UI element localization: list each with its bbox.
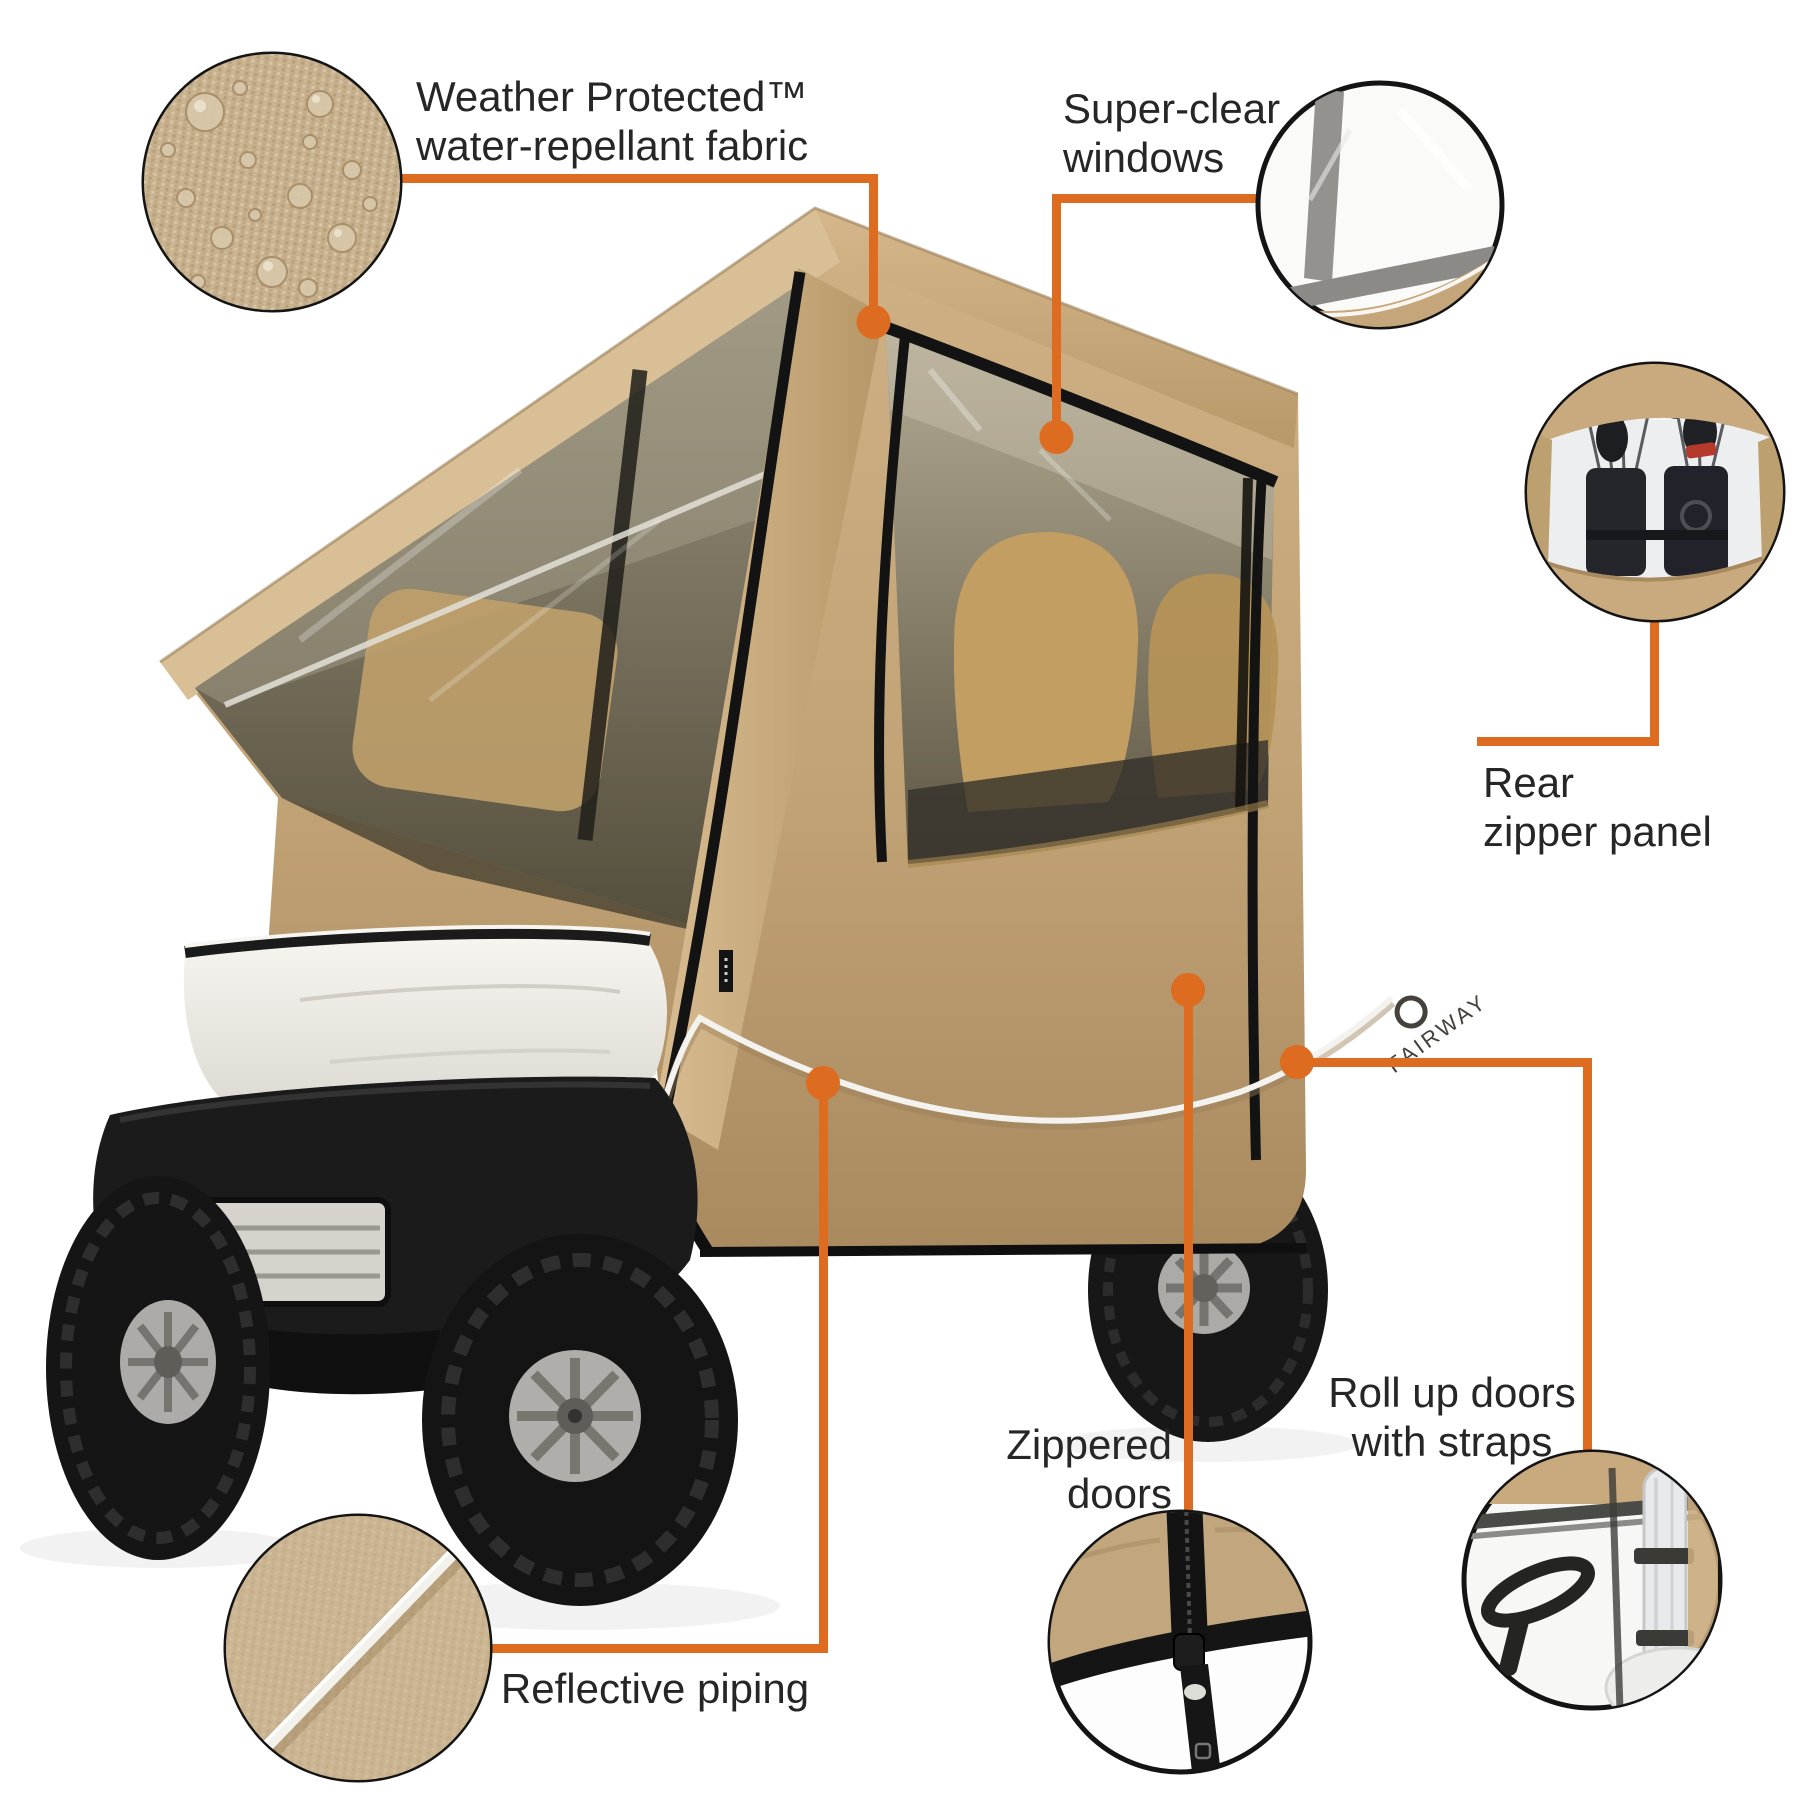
- connector-rear-zipper-panel: [1477, 608, 1659, 746]
- label-rear-zipper-panel: Rear zipper panel: [1483, 758, 1783, 856]
- callout-connectors: [372, 174, 1659, 1653]
- skirt-bottom-trim: [699, 1243, 1307, 1257]
- shadow: [1058, 1426, 1358, 1462]
- label-roll-up-line1: Roll up doors: [1328, 1369, 1576, 1416]
- front-right-wheel: [422, 1234, 738, 1606]
- front-cowl: [183, 924, 667, 1121]
- label-rear-zipper-line2: zipper panel: [1483, 808, 1712, 855]
- label-reflective-piping: Reflective piping: [482, 1664, 828, 1713]
- door-strap: [1634, 1548, 1694, 1564]
- side-door-zipper: [873, 335, 910, 863]
- cover-corner-post: [655, 268, 884, 1150]
- label-rear-zipper-line1: Rear: [1483, 759, 1575, 806]
- label-super-clear-line1: Super-clear: [1063, 85, 1281, 132]
- piping-stripe: [245, 1525, 481, 1769]
- callout-dot: [806, 1066, 840, 1100]
- fairway-ring-icon: [1394, 995, 1428, 1029]
- skirt-top-seam: [907, 800, 1269, 868]
- label-zippered-line1: Zippered: [1006, 1421, 1172, 1468]
- label-zippered-doors: Zippered doors: [950, 1420, 1172, 1518]
- inset-zipper-closeup: [1047, 1509, 1313, 1775]
- water-droplets: [160, 80, 378, 298]
- roof-seam: [159, 206, 1299, 664]
- callout-dot: [1171, 973, 1205, 1007]
- label-weather-fabric-line2: water-repellant fabric: [416, 122, 809, 169]
- connector-super-clear-windows: [1039, 194, 1260, 454]
- label-weather-fabric: Weather Protected™ water-repellant fabri…: [416, 72, 876, 170]
- callout-dot: [856, 305, 891, 339]
- label-zippered-line2: doors: [1066, 1470, 1172, 1517]
- connector-roll-up-doors: [1280, 1045, 1592, 1458]
- door-strap: [1636, 1630, 1694, 1646]
- inset-rolled-door: [1461, 1449, 1723, 1711]
- label-roll-up-line2: with straps: [1351, 1418, 1553, 1465]
- connector-weather-fabric: [372, 174, 891, 339]
- callout-dot: [1039, 420, 1074, 454]
- side-window-top-trim: [869, 316, 1279, 488]
- side-window: [886, 332, 1279, 864]
- golf-headcover: [1596, 414, 1628, 462]
- golf-bag: [1586, 468, 1646, 576]
- cover-roof-front-edge: [160, 208, 840, 700]
- callout-dot: [1280, 1045, 1314, 1079]
- golf-cart-with-cover: FAIRWAY: [20, 206, 1492, 1630]
- rear-door-zipper: [1247, 471, 1267, 1161]
- inset-fabric-closeup: [141, 51, 403, 313]
- label-weather-fabric-line1: Weather Protected™: [416, 73, 808, 120]
- label-super-clear-line2: windows: [1063, 134, 1225, 181]
- label-reflective-piping-line1: Reflective piping: [500, 1665, 810, 1712]
- front-left-wheel: [46, 1176, 270, 1560]
- inset-rear-panel: [1524, 361, 1786, 623]
- inset-piping-closeup: [223, 1513, 493, 1783]
- connector-reflective-piping: [482, 1066, 840, 1653]
- front-windshield-window: [195, 282, 802, 932]
- zipper-slider: [1173, 1633, 1205, 1671]
- zipper-band: [1166, 1512, 1208, 1646]
- connector-zippered-doors: [1171, 973, 1205, 1518]
- label-super-clear-windows: Super-clear windows: [1063, 84, 1383, 182]
- cover-seam-tag: [719, 950, 733, 992]
- label-roll-up-doors: Roll up doors with straps: [1312, 1368, 1592, 1466]
- steering-wheel: [1481, 1556, 1595, 1676]
- golf-bag: [1664, 466, 1728, 576]
- front-door-zipper: [656, 271, 806, 1130]
